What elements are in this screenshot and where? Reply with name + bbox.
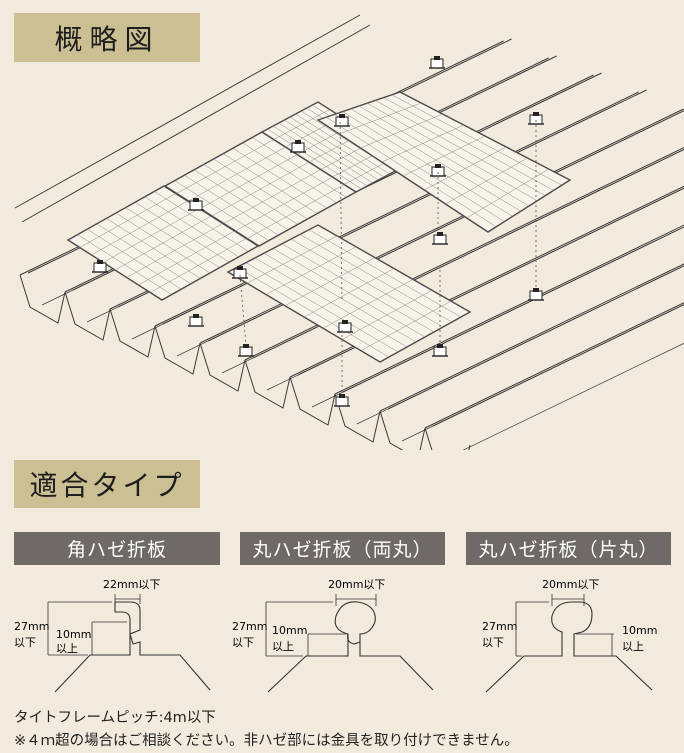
bracket-12 [290,140,306,153]
bracket-10 [528,112,544,125]
inner-label-1: 10mm [56,628,91,641]
bracket-8 [334,114,350,127]
bracket-1 [188,314,204,327]
profile-maru-kata: 20mm以下 27mm 以下 10mm 以上 [482,578,657,693]
height-label-1: 27mm [14,620,49,633]
guide-lines [239,120,537,400]
profile-maru-ryo: 20mm以下 27mm 以下 10mm 以上 [232,578,434,693]
inner-label-2: 以上 [56,642,78,655]
type-header-maru-ryo: 丸ハゼ折板（両丸） [240,532,445,565]
type-header-kaku: 角ハゼ折板 [14,532,220,565]
bracket-13 [188,198,204,211]
overview-title: 概略図 [14,13,200,62]
roof-diagram [14,14,684,450]
inner-label-1: 10mm [272,624,307,637]
types-title: 適合タイプ [14,460,200,508]
bracket-4 [432,344,448,357]
inner-label-2: 以上 [622,640,644,653]
height-label-1: 27mm [482,620,517,633]
height-label-2: 以下 [232,636,254,649]
bracket-14 [232,266,248,279]
profile-kaku: 22mm以下 27mm 以下 10mm 以上 [14,578,211,693]
bracket-2 [238,344,254,357]
height-label-1: 27mm [232,620,267,633]
bracket-0 [92,260,108,273]
width-label: 20mm以下 [542,578,599,591]
bracket-6 [432,232,448,245]
type-header-maru-kata: 丸ハゼ折板（片丸） [466,532,671,565]
height-label-2: 以下 [14,636,36,649]
width-label: 20mm以下 [328,578,385,591]
width-label: 22mm以下 [103,578,160,591]
inner-label-2: 以上 [272,640,294,653]
consult-note: ※４ｍ超の場合はご相談ください。非ハゼ部には金具を取り付けできません。 [14,733,519,749]
inner-label-1: 10mm [622,624,657,637]
solar-module-4 [226,224,472,363]
bracket-5 [528,288,544,301]
solar-modules [66,91,572,363]
pitch-note: タイトフレームピッチ:4m以下 [14,710,216,726]
bracket-9 [429,56,445,69]
bracket-11 [337,320,353,333]
height-label-2: 以下 [482,636,504,649]
bracket-7 [430,164,446,177]
